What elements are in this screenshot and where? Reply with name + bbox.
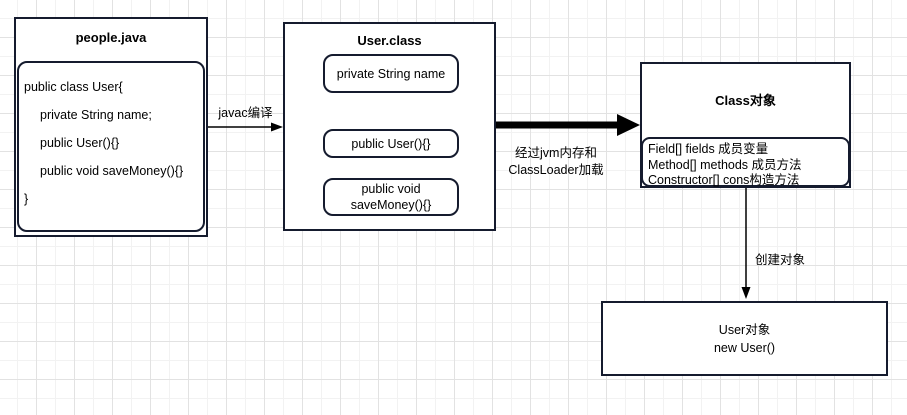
- edge-label-classloader-line2: ClassLoader加载: [508, 163, 604, 177]
- node-class-object-title: Class对象: [715, 93, 776, 108]
- node-people-java-title: people.java: [75, 30, 147, 45]
- edge-label-create-object: 创建对象: [755, 253, 806, 267]
- field-line: Field[] fields 成员变量: [648, 142, 769, 156]
- field-line: Method[] methods 成员方法: [648, 157, 802, 172]
- people-java-code-block: public class User{ private String name; …: [17, 61, 205, 232]
- edge-label-classloader: 经过jvm内存和 ClassLoader加载: [488, 145, 624, 179]
- code-line: public class User{: [24, 80, 123, 94]
- code-line: public void saveMoney(){}: [40, 164, 184, 178]
- class-object-members-block[interactable]: Field[] fields 成员变量 Method[] methods 成员方…: [641, 137, 850, 187]
- code-line: }: [24, 192, 29, 206]
- node-user-class[interactable]: User.class private String name public Us…: [283, 22, 496, 231]
- edge-javac-arrow[interactable]: [208, 122, 283, 132]
- field-line: Constructor[] cons构造方法: [648, 173, 800, 187]
- edge-label-javac: javac编译: [218, 106, 273, 120]
- member-method-pill[interactable]: public void saveMoney(){}: [323, 178, 459, 216]
- node-class-object[interactable]: Class对象 Field[] fields 成员变量 Method[] met…: [640, 62, 851, 188]
- edge-create-object-arrow[interactable]: [741, 188, 751, 299]
- node-user-class-title: User.class: [357, 33, 422, 48]
- member-constructor-pill[interactable]: public User(){}: [323, 129, 459, 158]
- node-user-object[interactable]: User对象 new User(): [601, 301, 888, 376]
- node-user-object-line: new User(): [713, 340, 776, 355]
- node-user-object-line: User对象: [718, 322, 771, 337]
- edge-classloader-arrow[interactable]: [496, 114, 640, 136]
- member-field-pill[interactable]: private String name: [323, 54, 459, 93]
- code-line: private String name;: [40, 108, 152, 122]
- code-line: public User(){}: [40, 136, 120, 150]
- node-people-java[interactable]: people.java public class User{ private S…: [14, 17, 208, 237]
- edge-label-classloader-line1: 经过jvm内存和: [515, 146, 597, 160]
